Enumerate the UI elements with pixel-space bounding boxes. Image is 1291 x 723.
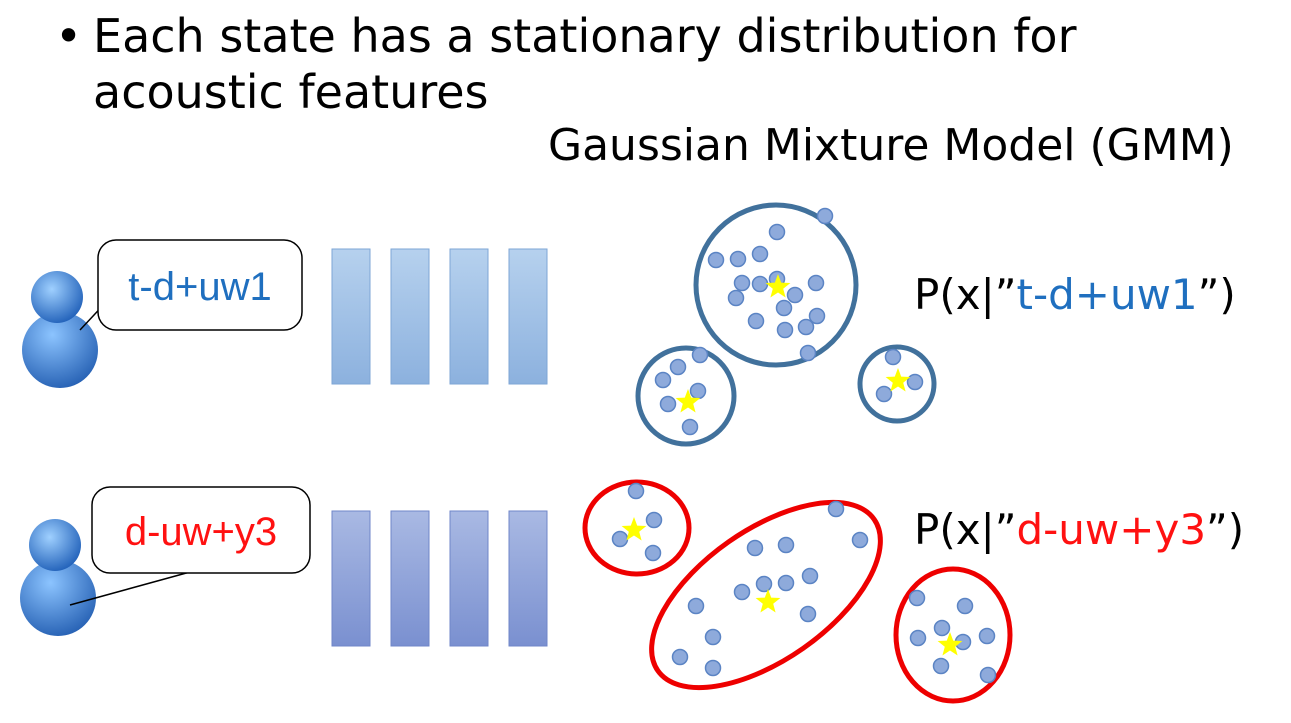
data-point: [797, 318, 815, 336]
feature-frames-1: [331, 248, 548, 385]
data-point: [775, 299, 793, 317]
data-point: [906, 373, 924, 391]
data-point: [799, 605, 817, 623]
data-point: [751, 245, 769, 263]
prob-state-1: t-d+uw1: [1016, 270, 1198, 319]
cluster-red-left: [582, 479, 692, 577]
probability-label-1: P(x|”t-d+uw1”): [914, 270, 1236, 319]
data-point: [733, 274, 751, 292]
data-point: [932, 657, 950, 675]
data-point: [827, 500, 845, 518]
cluster-blue-right: [857, 344, 937, 424]
frame-1-4: [508, 248, 548, 385]
user-icon-2: [20, 519, 96, 636]
data-point: [671, 648, 689, 666]
data-point: [645, 511, 663, 529]
star-icon: [937, 632, 963, 656]
data-point: [747, 312, 765, 330]
state-label-2: d-uw+y3: [125, 510, 277, 554]
data-point: [611, 530, 629, 548]
cluster-red-middle: [649, 499, 883, 691]
star-icon: [755, 589, 781, 613]
data-point: [979, 666, 997, 684]
data-point: [751, 275, 769, 293]
data-point: [908, 589, 926, 607]
bullet-text: Each state has a stationary distribution…: [93, 9, 1077, 119]
data-point: [875, 385, 893, 403]
prob-suffix-2: ”): [1206, 505, 1245, 554]
cluster-red-right: [893, 566, 1013, 704]
cluster-blue-left: [635, 345, 737, 447]
gmm-blue: [635, 202, 937, 447]
state-label-1: t-d+uw1: [128, 265, 271, 309]
data-point: [689, 382, 707, 400]
cluster-blue-large: [693, 202, 859, 368]
prob-prefix-1: P(x|”: [914, 270, 1017, 319]
data-point: [691, 346, 709, 364]
frame-2-3: [449, 510, 489, 647]
data-point: [978, 627, 996, 645]
prob-prefix-2: P(x|”: [914, 505, 1017, 554]
data-point: [733, 583, 751, 601]
feature-frames-2: [331, 510, 548, 647]
data-point: [909, 629, 927, 647]
probability-label-2: P(x|”d-uw+y3”): [914, 505, 1244, 554]
data-point: [687, 597, 705, 615]
frame-2-2: [390, 510, 430, 647]
bullet-marker: •: [55, 9, 83, 63]
frame-1-2: [390, 248, 430, 385]
data-point: [659, 395, 677, 413]
data-point: [644, 544, 662, 562]
data-point: [956, 597, 974, 615]
gmm-title: Gaussian Mixture Model (GMM): [548, 120, 1234, 171]
data-point: [884, 348, 902, 366]
data-point: [851, 531, 869, 549]
data-point: [808, 307, 826, 325]
speech-bubble-2: d-uw+y3: [69, 486, 311, 606]
prob-state-2: d-uw+y3: [1016, 505, 1207, 554]
data-point: [704, 628, 722, 646]
data-point: [777, 536, 795, 554]
frame-1-3: [449, 248, 489, 385]
star-icon: [621, 517, 647, 541]
star-icon: [885, 368, 911, 392]
prob-suffix-1: ”): [1197, 270, 1236, 319]
data-point: [669, 358, 687, 376]
data-point: [654, 371, 672, 389]
frame-2-4: [508, 510, 548, 647]
data-point: [777, 574, 795, 592]
gmm-red: [582, 479, 1013, 704]
data-point: [816, 207, 834, 225]
data-point: [681, 418, 699, 436]
data-point: [627, 482, 645, 500]
data-point: [727, 289, 745, 307]
star-icon: [675, 389, 701, 413]
star-icon: [765, 274, 791, 298]
data-point: [755, 575, 773, 593]
data-point: [776, 321, 794, 339]
data-point: [704, 659, 722, 677]
data-point: [768, 223, 786, 241]
data-point: [786, 286, 804, 304]
frame-2-1: [331, 510, 371, 647]
data-point: [801, 567, 819, 585]
frame-1-1: [331, 248, 371, 385]
data-point: [933, 619, 951, 637]
bullet-point: • Each state has a stationary distributi…: [55, 8, 1255, 120]
data-point: [707, 251, 725, 269]
data-point: [729, 250, 747, 268]
data-point: [799, 344, 817, 362]
data-point: [807, 274, 825, 292]
data-point: [746, 539, 764, 557]
user-icon-1: [22, 271, 98, 388]
speech-bubble-1: t-d+uw1: [79, 239, 303, 331]
